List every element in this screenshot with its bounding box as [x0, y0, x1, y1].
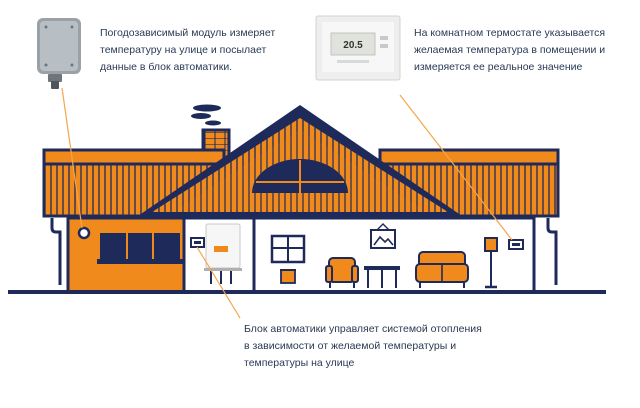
thermostat-temperature: 20.5: [343, 40, 363, 51]
floor-lamp: [484, 237, 498, 289]
control-unit-box: [190, 237, 205, 248]
left-wing-wall: [66, 216, 186, 294]
boiler-unit: [204, 223, 242, 284]
outdoor-sensor-caption: Погодозависимый модуль измеряет температ…: [100, 27, 276, 73]
gutters: [50, 218, 558, 285]
gable-roof: [135, 105, 465, 218]
armchair: [325, 257, 359, 288]
chimney-smoke: [191, 104, 221, 126]
wastebasket: [280, 269, 296, 284]
room-window: [270, 234, 306, 264]
picture-frame: [370, 223, 396, 249]
sofa: [415, 251, 469, 288]
room-thermostat-device: 20.5: [315, 15, 401, 81]
coffee-table: [364, 266, 400, 288]
leader-lines: [61, 87, 513, 319]
outdoor-sensor-marker: [77, 226, 91, 240]
room-thermostat-marker: [508, 239, 524, 250]
control-unit-caption: Блок автоматики управляет системой отопл…: [244, 323, 482, 369]
room-thermostat-caption: На комнатном термостате указывается жела…: [414, 27, 606, 73]
outdoor-sensor-device: [37, 18, 81, 89]
